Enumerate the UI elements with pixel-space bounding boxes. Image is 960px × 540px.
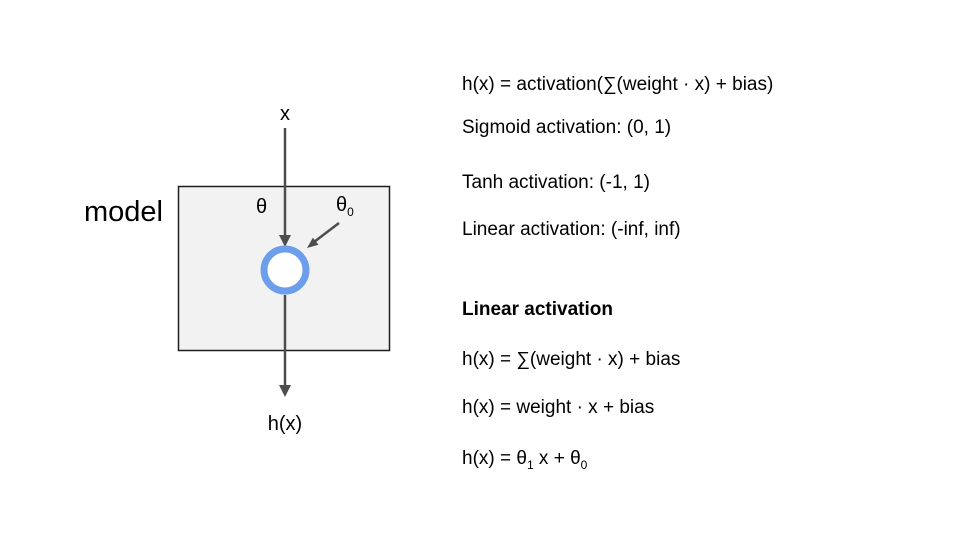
- output-arrowhead: [279, 385, 291, 397]
- weight-theta-label: θ: [256, 196, 268, 218]
- formula-linear-expanded: h(x) = weight · x + bias: [462, 397, 655, 418]
- formula-linear-theta-sub2: 0: [580, 457, 588, 472]
- neuron-circle: [260, 245, 310, 295]
- linear-range-text: Linear activation: (-inf, inf): [462, 219, 681, 240]
- bias-theta0-sub: 0: [347, 205, 354, 219]
- formula-linear-theta: h(x) = θ1 x + θ0: [462, 448, 588, 472]
- linear-activation-heading: Linear activation: [462, 299, 613, 320]
- sigmoid-range-text: Sigmoid activation: (0, 1): [462, 117, 672, 138]
- model-label: model: [84, 196, 163, 228]
- bias-theta0-base: θ: [336, 194, 348, 216]
- formula-linear-theta-part-a: h(x) = θ: [462, 448, 527, 469]
- bias-theta0-label: θ0: [336, 194, 354, 219]
- formula-linear-sum: h(x) = ∑(weight · x) + bias: [462, 349, 681, 370]
- output-label: h(x): [267, 413, 303, 435]
- formula-linear-theta-part-b: x + θ: [533, 448, 581, 469]
- bias-arrowhead: [307, 237, 319, 248]
- bias-arrow: [313, 222, 340, 243]
- tanh-range-text: Tanh activation: (-1, 1): [462, 172, 650, 193]
- input-label: x: [280, 103, 290, 125]
- formula-linear-theta-sub1: 1: [526, 457, 534, 472]
- formula-activation: h(x) = activation(∑(weight · x) + bias): [462, 74, 774, 95]
- input-arrowhead: [279, 235, 291, 247]
